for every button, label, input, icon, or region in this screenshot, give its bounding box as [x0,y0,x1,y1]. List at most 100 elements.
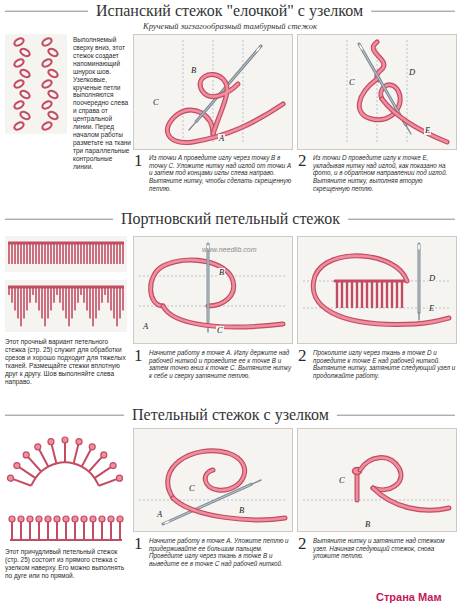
stitch-sample [45,516,51,522]
stitch-sample [17,287,19,318]
photo-frame: ABC [133,236,293,344]
thread [200,74,238,134]
label-slot: Крученый зигзагообразный тамбурный стежо… [143,22,317,31]
label-slot: C [188,477,196,495]
needle [418,244,420,250]
stitch-sample [5,34,67,134]
stitch-sample [19,110,31,120]
label-slot: C [216,319,224,337]
heading-rule [5,11,88,12]
step-number: 2 [298,347,307,364]
label-slot: B [364,513,371,531]
stitch-sample [7,475,13,481]
stitch-sample [81,516,87,522]
finished-stitches [401,281,403,308]
stitch-sample [13,37,25,47]
stitch-sample [47,287,49,318]
label-slot: 2 [298,347,307,364]
stitch-sample [14,243,16,264]
stitch-sample [62,437,68,443]
stitch-sample [63,516,69,522]
thread-highlight [200,74,238,134]
stitch-sample [31,462,99,485]
stitch-sample [8,243,10,264]
finished-stitches [356,281,358,308]
label-slot: B [238,499,245,517]
point-letter: D [408,68,416,77]
label-slot: B [190,59,197,77]
stitch-sample [107,287,109,303]
finished-stitches [366,281,368,308]
point-letter: A [142,322,149,331]
thread-highlight [313,256,449,325]
stitch-sample [5,236,127,272]
step-text: Начните работу в точке A. Уложите петлю … [149,537,294,568]
stitch-sample [56,520,58,540]
point-letter: E [428,304,435,313]
label-slot: 2 [298,535,307,552]
thread [373,488,449,510]
stitch-sample [20,243,22,264]
stitch-sample [47,68,59,78]
stitch-sample [117,516,123,522]
stitch-sample [41,58,53,68]
stitch-sample [92,287,94,326]
label-slot: Страна Мам [376,592,442,603]
heading-rule [5,415,124,416]
stitch-sample [14,287,16,311]
stitch-sample [83,520,85,540]
label-slot: A [156,503,163,521]
stitch-sample [20,520,22,540]
photo-frame: DE [297,236,457,344]
stitch-sample [119,520,121,540]
stitch-sample [68,243,70,264]
stitch-sample [113,287,115,318]
thread [355,474,360,500]
needle [207,244,210,323]
thread [382,99,447,142]
photo-background [297,34,457,150]
stitch-sample [41,287,43,318]
finished-stitches [341,281,343,308]
thread-highlight [356,474,359,500]
needle [418,244,420,320]
stitch-sample [92,520,94,540]
stitch-sample [54,516,60,522]
finished-stitches [376,281,378,308]
thread-highlight [151,260,234,306]
stitch-sample [80,243,82,264]
stitch-sample [8,286,124,289]
stitch-sample [101,287,103,303]
needle [359,45,364,51]
stitch-sample [14,463,20,469]
finished-stitches [361,281,363,308]
photo-panels [133,34,457,532]
point-letter: A [156,510,163,519]
stitch-photo [303,244,451,324]
stitch-sample [44,287,46,326]
stitch-sample [36,516,42,522]
stitch-sample [50,287,52,311]
stitch-sample [41,37,53,47]
stitch-sample [89,444,95,450]
label-slot: E [428,297,435,315]
stitch-sample [20,287,22,326]
label-slot: D [408,61,416,79]
heading-rule [5,219,113,220]
finished-stitches [381,281,383,308]
stitch-sample [101,452,107,458]
thread [163,306,283,327]
watermark: www.needlib.com [202,246,256,253]
point-letter: A [218,134,225,143]
point-letter: C [188,484,196,493]
photo-background [297,428,457,532]
step-text: Из точки A проведите иглу через точку B … [149,154,294,192]
label-slot: Вытяните нитку и затяните над стежком уз… [313,537,457,560]
stitch-sample [47,110,59,120]
stitch-sample [110,463,116,469]
section-subtitle: Крученый зигзагообразный тамбурный стежо… [143,22,317,31]
stitch-photo [139,244,287,332]
intro-text: Выполняемый сверху вниз, этот стежок соз… [73,36,131,171]
stitch-sample [83,243,85,264]
